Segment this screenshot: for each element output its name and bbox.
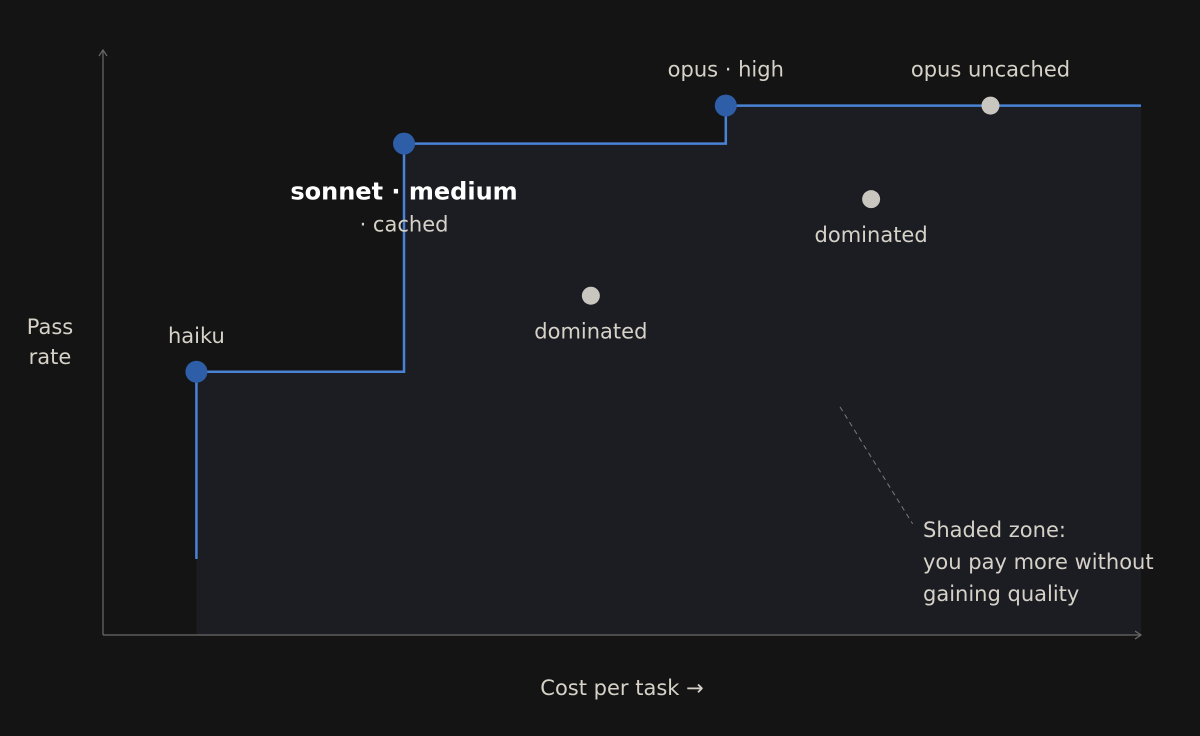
point-label-opus-uncached: opus uncached <box>911 58 1070 82</box>
point-labels: haiku sonnet · medium · cached opus · high o… <box>168 58 1070 348</box>
data-points <box>185 94 1000 383</box>
point-label-sonnet-line-1: sonnet · medium <box>290 178 517 206</box>
shaded-zone-annotation: Shaded zone: you pay more without gaining … <box>923 518 1154 606</box>
point-opus-uncached <box>981 96 1000 115</box>
annotation-line-1: Shaded zone: <box>923 518 1066 542</box>
x-axis-label: Cost per task → <box>540 676 703 700</box>
point-dominated-1 <box>581 286 600 305</box>
point-label-haiku: haiku <box>168 324 225 348</box>
x-axis-arrowhead <box>1134 630 1143 640</box>
point-label-dominated-2: dominated <box>815 223 928 247</box>
dominated-zone-shading <box>196 105 1142 635</box>
y-axis-arrowhead <box>98 48 108 57</box>
y-axis-label-line-2: rate <box>29 345 72 369</box>
annotation-line-3: gaining quality <box>923 582 1079 606</box>
axes <box>98 48 1143 640</box>
annotation-line-2: you pay more without <box>923 550 1154 574</box>
annotation-pointer-line <box>839 406 914 525</box>
point-label-opus-high: opus · high <box>668 58 784 82</box>
annotation-pointer <box>839 406 914 525</box>
point-sonnet <box>393 132 416 155</box>
y-axis-label: Pass rate <box>27 315 73 369</box>
point-label-sonnet-line-2: · cached <box>360 213 449 237</box>
point-dominated-2 <box>862 190 881 209</box>
shaded-zone <box>196 105 1142 635</box>
y-axis-label-line-1: Pass <box>27 315 73 339</box>
point-label-dominated-1: dominated <box>534 320 647 344</box>
point-opus-high <box>714 94 737 117</box>
point-haiku <box>185 360 208 383</box>
